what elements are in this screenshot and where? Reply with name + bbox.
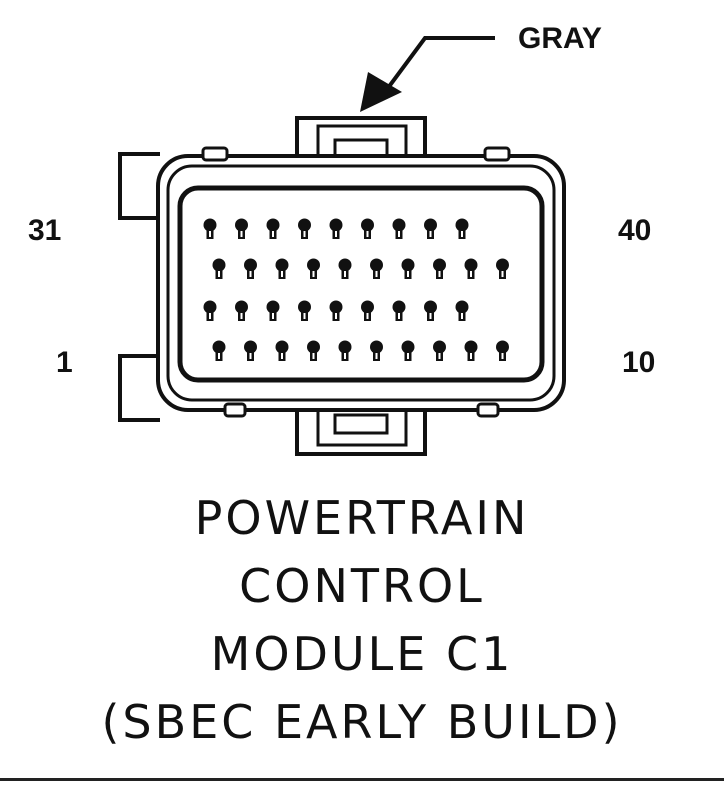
- caption-line-2: CONTROL: [239, 559, 485, 613]
- connector-pin: [401, 340, 415, 361]
- pin-label-31: 31: [28, 214, 61, 247]
- connector-pin: [275, 258, 289, 279]
- connector-pin: [235, 300, 248, 321]
- wire-color-label: GRAY: [518, 22, 602, 55]
- connector-pin: [401, 258, 415, 279]
- connector-pin: [307, 340, 320, 361]
- connector-pin: [266, 218, 280, 239]
- connector-pin: [455, 300, 469, 321]
- caption-line-3: MODULE C1: [210, 627, 514, 681]
- connector-pin: [496, 258, 509, 279]
- connector-pin: [203, 218, 217, 239]
- connector-pin: [361, 218, 374, 239]
- left-ears: [118, 152, 160, 422]
- pin-cavity: [177, 185, 545, 383]
- connector-pin: [235, 218, 248, 239]
- bottom-divider: [0, 778, 724, 781]
- connector-pin: [424, 300, 437, 321]
- connector-pin: [307, 258, 320, 279]
- connector-pin: [244, 340, 257, 361]
- wire-color-callout-arrow: [380, 36, 495, 98]
- connector-pin: [329, 300, 343, 321]
- connector-pin: [370, 258, 383, 279]
- pin-label-40: 40: [618, 214, 651, 247]
- connector-pin: [464, 258, 478, 279]
- connector-pin: [338, 258, 352, 279]
- caption-line-4: (SBEC EARLY BUILD): [101, 695, 623, 749]
- connector-pin: [392, 300, 406, 321]
- connector-pin: [298, 300, 311, 321]
- connector-pin: [424, 218, 437, 239]
- connector-pin: [361, 300, 374, 321]
- connector-body-mid: [166, 164, 556, 402]
- connector-pin: [370, 340, 383, 361]
- connector-pin: [392, 218, 406, 239]
- connector-pin: [212, 340, 226, 361]
- connector-pin: [266, 300, 280, 321]
- connector-pin: [298, 218, 311, 239]
- caption-line-1: POWERTRAIN: [194, 491, 530, 545]
- connector-pin: [433, 258, 446, 279]
- connector-pin: [496, 340, 509, 361]
- pin-label-10: 10: [622, 346, 655, 379]
- connector-pin: [464, 340, 478, 361]
- connector-pin: [338, 340, 352, 361]
- connector-pin: [329, 218, 343, 239]
- connector-pin: [203, 300, 217, 321]
- pin-array: [203, 218, 509, 361]
- arrow-head-icon: [360, 72, 402, 112]
- connector-pin: [244, 258, 257, 279]
- corner-tabs: [201, 146, 511, 418]
- pin-label-1: 1: [56, 346, 73, 379]
- connector-pin: [212, 258, 226, 279]
- connector-pin: [455, 218, 469, 239]
- connector-pin: [433, 340, 446, 361]
- connector-pin: [275, 340, 289, 361]
